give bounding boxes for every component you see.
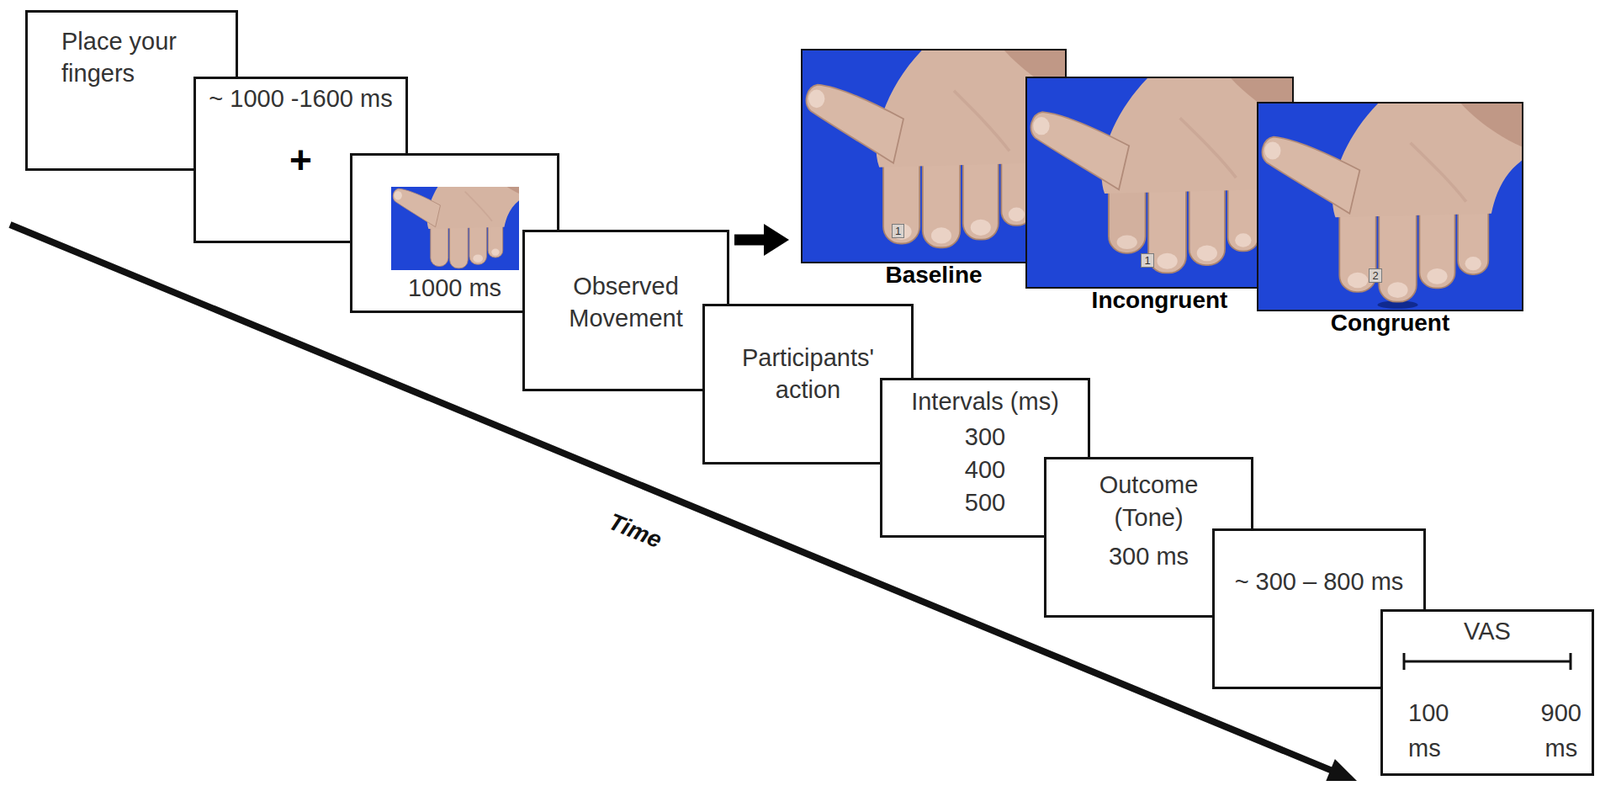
time-arrow-shaft [10, 224, 1332, 771]
instruction-text: Place your fingers [61, 25, 205, 90]
scale-tick [1403, 652, 1406, 670]
hand-palm [1031, 78, 1293, 194]
finger-nail [931, 227, 952, 244]
condition-caption: Congruent [1330, 309, 1451, 337]
hand-photo: 1Incongruent [1025, 76, 1294, 289]
event-box: Observed Movement [522, 229, 730, 392]
condition-caption: Incongruent [1091, 286, 1229, 314]
finger-nail [1117, 235, 1138, 250]
scale-max-label: 900 ms [1541, 694, 1582, 766]
duration-text: 300 ms [1108, 540, 1189, 573]
hand-photo-art [1258, 103, 1522, 310]
event-text: Observed Movement [568, 270, 683, 334]
finger-nail [1347, 272, 1368, 289]
photo-ground [1258, 103, 1522, 310]
duration-text: ~ 300 – 800 ms [1234, 565, 1404, 598]
interval-heading: Intervals (ms) [911, 385, 1060, 418]
hand-palm [392, 186, 520, 229]
scale-min-label: 100 ms [1408, 694, 1449, 766]
hand-photo-art [1027, 78, 1293, 287]
axis-label-holder: Time [604, 508, 666, 554]
finger-number-holder: 1 [891, 223, 905, 239]
scale-bar [1382, 648, 1592, 674]
duration-text: 1000 ms [407, 271, 502, 304]
scale-tick [1569, 652, 1573, 670]
finger-nail [1387, 281, 1408, 298]
interval-values: 300 400 500 [964, 420, 1006, 520]
finger-nail [891, 223, 912, 240]
finger-number: 1 [1140, 253, 1154, 268]
scale-line [1403, 660, 1572, 663]
hand-photo: 2Congruent [1256, 101, 1524, 312]
finger-number-holder: 2 [1368, 268, 1382, 283]
finger-number: 2 [1368, 268, 1382, 283]
fixation-cross: + [289, 138, 313, 181]
time-arrow-head [1325, 758, 1357, 781]
hand-palm [1262, 103, 1522, 218]
event-text: Participants' action [741, 341, 875, 406]
caption-holder: Congruent [1224, 309, 1556, 337]
finger-number: 1 [891, 223, 905, 239]
duration-text: ~ 1000 -1600 ms [208, 82, 393, 115]
flow-arrow [734, 234, 764, 246]
scale-labels: 100 ms 900 ms [1382, 694, 1592, 766]
photo-ground [391, 186, 520, 271]
axis-label: Time [604, 508, 666, 554]
outcome-text: Outcome (Tone) [1099, 468, 1199, 535]
rating-box: VAS 100 ms 900 ms [1380, 609, 1595, 776]
finger-number-holder: 1 [1140, 253, 1154, 268]
hand-thumbnail [391, 186, 520, 271]
photo-ground [1027, 78, 1293, 287]
condition-caption: Baseline [884, 261, 982, 289]
scale-title: VAS [1463, 614, 1511, 647]
finger-nail [1156, 253, 1177, 270]
